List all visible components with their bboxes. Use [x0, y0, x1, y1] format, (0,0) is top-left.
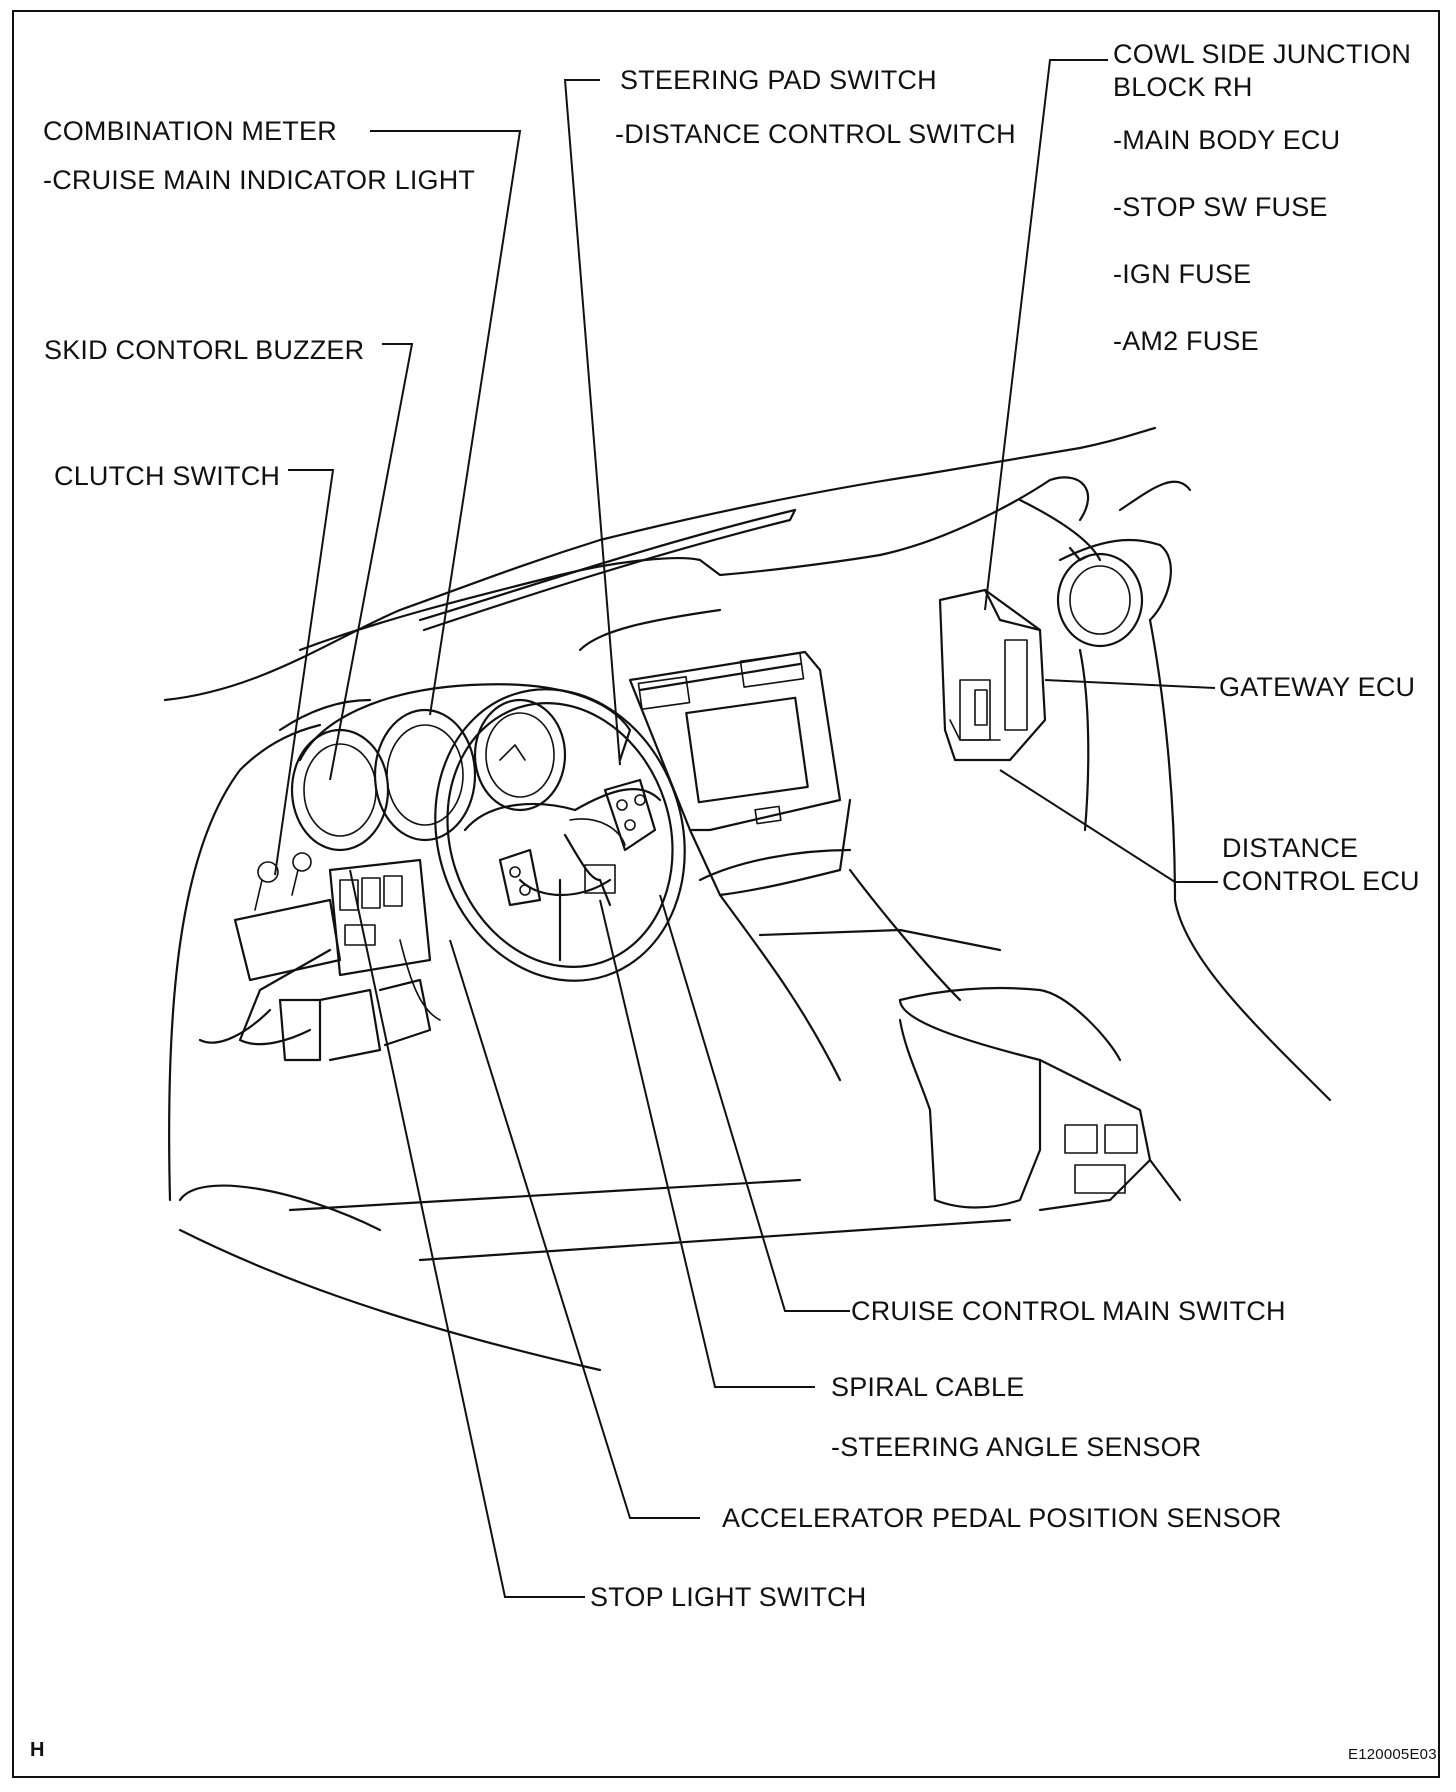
- label-main-body-ecu: -MAIN BODY ECU: [1113, 125, 1341, 155]
- label-ign-fuse: -IGN FUSE: [1113, 259, 1252, 289]
- figure-code: E120005E03: [1348, 1746, 1437, 1763]
- label-skid-control-buzzer: SKID CONTORL BUZZER: [44, 335, 365, 365]
- label-combination-meter: COMBINATION METER: [43, 116, 337, 146]
- label-cruise-main-indicator-light: -CRUISE MAIN INDICATOR LIGHT: [43, 165, 476, 195]
- label-clutch-switch: CLUTCH SWITCH: [54, 461, 281, 491]
- label-steering-pad-switch: STEERING PAD SWITCH: [620, 65, 937, 95]
- label-accelerator-pedal-position-sensor: ACCELERATOR PEDAL POSITION SENSOR: [722, 1503, 1282, 1533]
- label-am2-fuse: -AM2 FUSE: [1113, 326, 1259, 356]
- label-stop-light-switch: STOP LIGHT SWITCH: [590, 1582, 867, 1612]
- label-steering-angle-sensor: -STEERING ANGLE SENSOR: [831, 1432, 1202, 1462]
- label-distance-control-switch: -DISTANCE CONTROL SWITCH: [615, 119, 1016, 149]
- label-spiral-cable: SPIRAL CABLE: [831, 1372, 1025, 1402]
- label-distance-control-ecu-line1: DISTANCE: [1222, 833, 1359, 863]
- label-cruise-control-main-switch: CRUISE CONTROL MAIN SWITCH: [851, 1296, 1286, 1326]
- corner-mark: H: [30, 1739, 45, 1761]
- label-cowl-side-junction-block-line1: COWL SIDE JUNCTION: [1113, 39, 1412, 69]
- label-distance-control-ecu-line2: CONTROL ECU: [1222, 866, 1420, 896]
- label-stop-sw-fuse: -STOP SW FUSE: [1113, 192, 1328, 222]
- label-cowl-side-junction-block-line2: BLOCK RH: [1113, 72, 1253, 102]
- label-gateway-ecu: GATEWAY ECU: [1219, 672, 1416, 702]
- leader-lines: [274, 59, 1218, 1598]
- dashboard-line-art: [163, 426, 1332, 1372]
